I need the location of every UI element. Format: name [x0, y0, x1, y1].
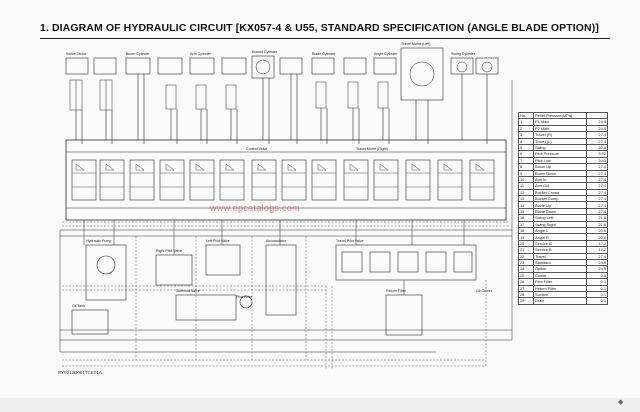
- label-return-filter: Return Filter: [386, 289, 407, 293]
- label-swing-cylinder: Swing Cylinder: [451, 52, 476, 56]
- table-header-row: No. Relief Pressure(MPa): [518, 111, 608, 120]
- lower-components: [71, 244, 477, 336]
- corner-logo-icon: ◆: [618, 399, 624, 406]
- label-oil-cooler: Oil Cooler: [476, 289, 493, 293]
- table-cell: 24.5: [586, 118, 608, 126]
- table-cell: 0.1: [586, 297, 608, 305]
- label-solenoid-valve: Solenoid Valve: [176, 289, 200, 293]
- label-travel-motor-left: Travel Motor (Left): [401, 42, 430, 46]
- bottom-strip: [0, 398, 640, 412]
- label-travel-pilot-valve: Travel Pilot Valve: [336, 239, 364, 243]
- table-cell: 24.5: [586, 265, 608, 273]
- table-cell: 0.1: [586, 278, 608, 286]
- watermark: www.epcatalogs.com: [210, 203, 300, 213]
- label-control-valve: Control Valve: [246, 147, 267, 151]
- label-left-pilot-valve: Left Pilot Valve: [206, 239, 230, 243]
- table-cell: Drain: [533, 297, 587, 305]
- page-title: 1. DIAGRAM OF HYDRAULIC CIRCUIT [KX057-4…: [40, 22, 599, 34]
- table-cell: 24.5: [586, 258, 608, 267]
- label-accumulator: Accumulator: [266, 239, 287, 243]
- label-pump: Hydraulic Pump: [86, 239, 111, 243]
- table-cell: 0.1: [586, 290, 608, 299]
- label-angle-cylinder: Angle Cylinder: [374, 52, 398, 56]
- label-swivel-motor: Swivel Motor: [66, 52, 87, 56]
- drawing-code: RY9212D081TCE01A: [58, 370, 102, 375]
- label-blade-cylinder: Blade Cylinder: [312, 52, 336, 56]
- control-valve-bank: [65, 139, 507, 221]
- label-right-pilot-valve: Right Pilot Valve: [156, 249, 182, 253]
- label-travel-motor-right: Travel Motor (Right): [356, 147, 388, 151]
- title-underline: [40, 38, 610, 39]
- label-oil-tank: Oil Tank: [72, 304, 85, 308]
- table-cell: 27.4: [586, 252, 608, 261]
- table-cell: 0.1: [586, 284, 608, 292]
- table-cell: 29: [518, 297, 534, 305]
- table-cell: 0.5: [586, 271, 608, 280]
- label-boom-cylinder: Boom Cylinder: [126, 52, 150, 56]
- label-arm-cylinder: Arm Cylinder: [190, 52, 212, 56]
- label-pilot-filter: Pilot Filter: [236, 295, 253, 299]
- label-bucket-cylinder: Bucket Cylinder: [252, 50, 278, 54]
- table-header-cell: [586, 111, 608, 120]
- hydraulic-circuit-diagram: Swivel Motor Boom Cylinder Arm Cylinder …: [59, 42, 513, 370]
- top-actuators: [65, 47, 499, 101]
